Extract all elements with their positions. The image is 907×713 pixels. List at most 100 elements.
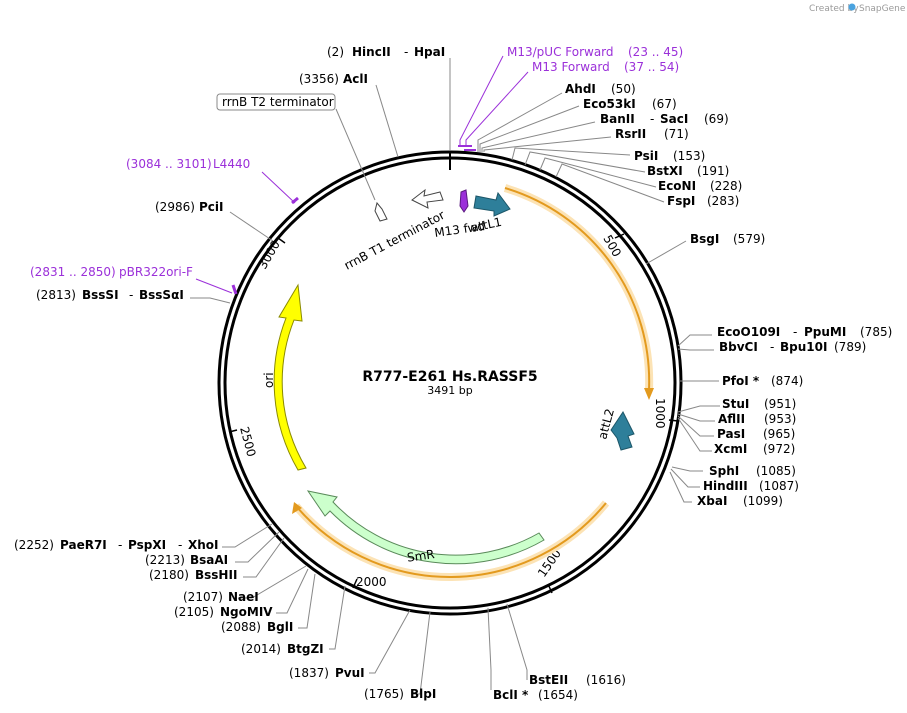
primer-l4440-name: L4440 — [213, 157, 250, 171]
site-blpi-pos: (1765) — [364, 687, 404, 701]
site-aflii-name: AflII — [718, 412, 745, 426]
site-acli-pos: (3356) — [299, 72, 339, 86]
ori-feature — [273, 283, 307, 471]
site-xbai-name: XbaI — [697, 494, 727, 508]
primer-m13puc-leader-line — [459, 55, 504, 146]
left-leader-lines — [190, 58, 451, 695]
primer-l4440-leader-line — [261, 171, 296, 204]
site-hincii-name: HincII — [352, 45, 391, 59]
site-pasi-pos: (965) — [763, 427, 795, 441]
site-ppumi-name: PpuMI — [804, 325, 846, 339]
tick-label-1000: 1000 — [653, 398, 667, 429]
tick-label-2000: 2000 — [356, 575, 387, 589]
rrnb-t1-terminator-feature — [411, 188, 444, 209]
plasmid-name: R777-E261 Hs.RASSF5 — [362, 369, 537, 385]
site-hincii-pos: (2) — [327, 45, 344, 59]
site-stui-pos: (951) — [764, 397, 796, 411]
site-pcii-name: PciI — [199, 200, 224, 214]
site-bcli-name: BclI * — [493, 688, 529, 702]
site-banii-name: BanII — [600, 112, 635, 126]
primer-m13-range: (37 .. 54) — [624, 60, 679, 74]
site-bbvci-sep: - — [770, 340, 774, 354]
m13-fwd-feature — [459, 189, 469, 213]
site-ecoo109i-sep: - — [793, 325, 797, 339]
tick-mark-2500 — [228, 429, 238, 433]
primer-l4440-mark — [291, 196, 299, 205]
site-stui-name: StuI — [722, 397, 749, 411]
site-bsgi-name: BsgI — [690, 232, 719, 246]
orf-arc-2 — [295, 502, 607, 578]
site-naei-pos: (2107) — [183, 590, 223, 604]
site-blpi-name: BlpI — [410, 687, 436, 701]
site-bstxi-name: BstXI — [647, 164, 683, 178]
primer-pbr322-name: pBR322ori-F — [119, 265, 193, 279]
site-saci-name: SacI — [660, 112, 688, 126]
site-xcmi-name: XcmI — [714, 442, 747, 456]
site-hincii-sep: - — [404, 45, 408, 59]
site-bstxi-pos: (191) — [697, 164, 729, 178]
tick-label-2500: 2500 — [237, 425, 258, 458]
site-bbvci-name: BbvCI — [719, 340, 758, 354]
site-bsshii-pos: (2180) — [149, 568, 189, 582]
site-rsrii-pos: (71) — [664, 127, 689, 141]
site-econi-name: EcoNI — [658, 179, 696, 193]
site-econi-pos: (228) — [710, 179, 742, 193]
rrnb-t2-label: rrnB T2 terminator — [222, 95, 334, 109]
site-bsaai-name: BsaAI — [190, 553, 228, 567]
site-btgzi-name: BtgZI — [287, 642, 324, 656]
attl2-label: attL2 — [595, 407, 617, 441]
tick-mark-2000 — [352, 578, 358, 589]
rrnb-t2-label-box — [216, 93, 336, 111]
tick-mark-1000 — [668, 419, 679, 422]
site-bsteii-name: BstEII — [529, 673, 568, 687]
site-ngomiv-name: NgoMIV — [220, 605, 273, 619]
tick-mark-3000 — [277, 237, 286, 244]
site-bsssi-sep: - — [129, 288, 133, 302]
site-pasi-name: PasI — [717, 427, 745, 441]
snapgene-logo-icon — [848, 3, 856, 11]
site-xcmi-pos: (972) — [763, 442, 795, 456]
site-pfoi-pos: (874) — [771, 374, 803, 388]
primer-m13puc-name: M13/pUC Forward — [507, 45, 614, 59]
primer-m13-marks — [458, 145, 476, 151]
site-paer7i-pos: (2252) — [14, 538, 54, 552]
attl2-feature — [610, 411, 635, 451]
site-pfoi-name: PfoI * — [722, 374, 760, 388]
site-ahdi-name: AhdI — [565, 82, 596, 96]
site-aflii-pos: (953) — [764, 412, 796, 426]
site-pspxi-name: PspXI — [128, 538, 166, 552]
site-acli-name: AclI — [343, 72, 368, 86]
site-naei-name: NaeI — [228, 590, 259, 604]
site-psii-pos: (153) — [673, 149, 705, 163]
primer-l4440-range: (3084 .. 3101) — [126, 157, 212, 171]
primer-m13-name: M13 Forward — [532, 60, 610, 74]
site-xbai-pos: (1099) — [743, 494, 783, 508]
site-fspi-name: FspI — [667, 194, 695, 208]
primer-pbr322-mark — [231, 284, 238, 295]
site-paer7i-sep1: - — [118, 538, 122, 552]
site-btgzi-pos: (2014) — [241, 642, 281, 656]
site-bbvci-pos: (789) — [834, 340, 866, 354]
attl1-feature — [473, 191, 511, 217]
site-bsssai-name: BssSαI — [139, 288, 184, 302]
rrnb-t1-label: rrnB T1 terminator — [342, 208, 447, 273]
site-ahdi-pos: (50) — [611, 82, 636, 96]
site-rsrii-name: RsrII — [615, 127, 646, 141]
primer-pbr322-leader-line — [195, 278, 233, 294]
smr-label: SmR — [406, 547, 435, 565]
site-hindiii-pos: (1087) — [759, 479, 799, 493]
site-bpu10i-name: Bpu10I — [780, 340, 827, 354]
orf-arc-1 — [504, 187, 651, 391]
site-eco53ki-pos: (67) — [652, 97, 677, 111]
tick-mark-500 — [614, 233, 625, 239]
smr-feature — [306, 490, 545, 565]
attl1-label: attL1 — [470, 215, 503, 235]
site-bsteii-pos: (1616) — [586, 673, 626, 687]
site-bsgi-pos: (579) — [733, 232, 765, 246]
site-ecoo109i-pos: (785) — [860, 325, 892, 339]
site-bsaai-pos: (2213) — [145, 553, 185, 567]
site-paer7i-name: PaeR7I — [60, 538, 107, 552]
site-fspi-pos: (283) — [707, 194, 739, 208]
site-hindiii-name: HindIII — [703, 479, 748, 493]
primer-pbr322-range: (2831 .. 2850) — [30, 265, 116, 279]
